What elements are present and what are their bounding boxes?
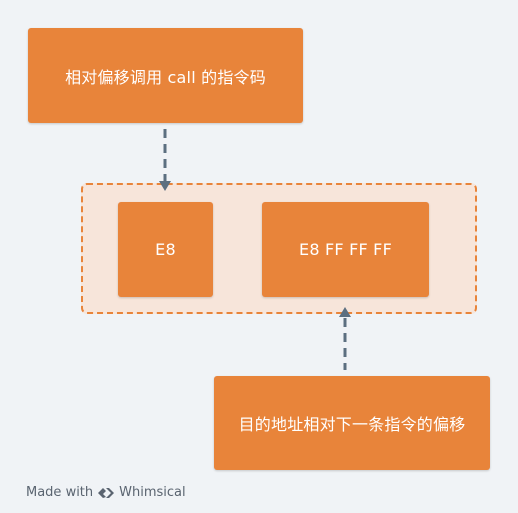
desc-to-offset-arrow-head [339, 307, 351, 317]
description-box: 目的地址相对下一条指令的偏移 [214, 376, 490, 470]
footer-brand: Whimsical [119, 485, 186, 500]
opcode-box-label: E8 [155, 240, 176, 259]
title-to-opcode-arrow-head [159, 181, 171, 191]
title-box: 相对偏移调用 call 的指令码 [28, 28, 303, 123]
footer-watermark: Made with Whimsical [26, 485, 186, 500]
offset-box: E8 FF FF FF [262, 202, 429, 297]
description-box-label: 目的地址相对下一条指令的偏移 [238, 415, 466, 434]
whimsical-logo-icon [98, 487, 115, 499]
title-box-label: 相对偏移调用 call 的指令码 [65, 67, 266, 87]
footer-made-with: Made with [26, 485, 94, 500]
opcode-box: E8 [118, 202, 213, 297]
offset-box-label: E8 FF FF FF [299, 240, 392, 259]
